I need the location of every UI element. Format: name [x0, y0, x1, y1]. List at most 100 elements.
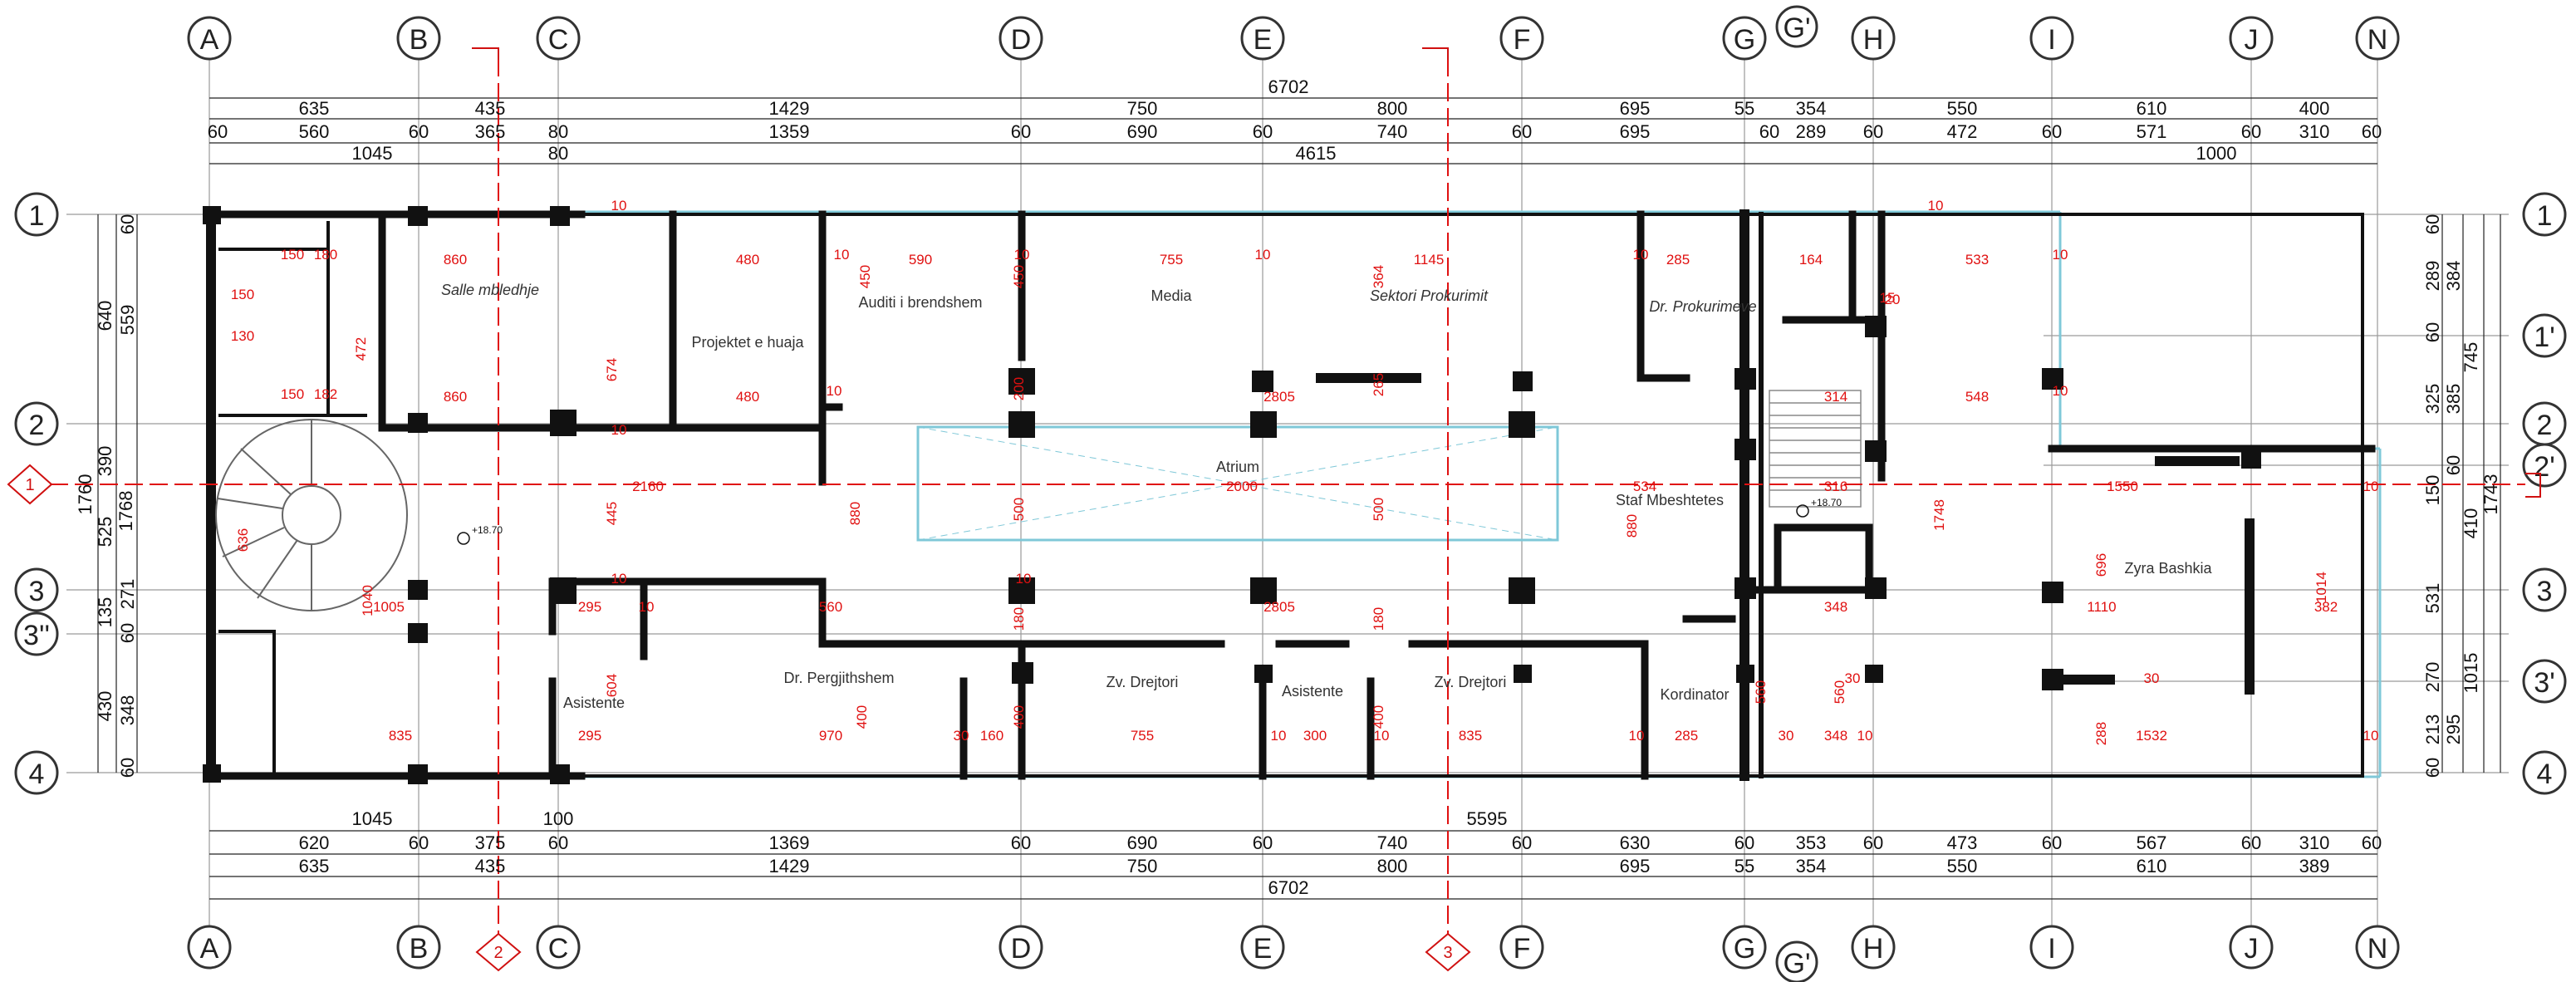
- red-dim-3: 755: [1160, 252, 1183, 268]
- dim-bot-l2-10: 630: [1620, 832, 1651, 853]
- grid-bubble-left-row-1: 2: [14, 401, 59, 446]
- dim-left-mid-3: 135: [95, 597, 115, 628]
- section-mark-3: 3: [1425, 932, 1471, 972]
- red-dim-30: 835: [1459, 728, 1482, 744]
- svg-text:D: D: [1011, 933, 1032, 965]
- svg-text:A: A: [200, 24, 219, 56]
- spiral-staircase: [215, 419, 408, 611]
- dim-bot-l2-18: 310: [2299, 832, 2330, 853]
- dim-bot-l2-5: 60: [1011, 832, 1031, 853]
- red-dim-10: 2805: [1263, 389, 1295, 405]
- svg-text:2: 2: [29, 410, 45, 441]
- dim-bot-l2-6: 690: [1127, 832, 1158, 853]
- dim-top-l2-14: 60: [1863, 121, 1883, 142]
- dim-right-inner-3: 325: [2422, 384, 2443, 415]
- room-dr-prokurimeve: Dr. Prokurimeve: [1649, 298, 1756, 315]
- red-dim-84: 130: [231, 328, 254, 344]
- dim-bot-l2-8: 740: [1377, 832, 1408, 853]
- red-dim-6: 164: [1799, 252, 1823, 268]
- room-zyra-bashkia: Zyra Bashkia: [2124, 560, 2212, 577]
- red-dim-82: 182: [314, 386, 337, 402]
- grid-bubble-right-row-5: 3': [2522, 659, 2567, 704]
- dim-left-inner-3: 60: [117, 623, 138, 643]
- svg-text:3: 3: [1443, 944, 1452, 962]
- grid-bubble-bottom-e: E: [1240, 925, 1285, 970]
- red-dim-49: 604: [604, 674, 620, 697]
- grid-bubble-g-prime-bottom: G': [1775, 940, 1818, 982]
- red-dim-89: 20: [1885, 292, 1901, 307]
- red-dim-78: 10: [2363, 479, 2379, 494]
- dim-top-overall-value: 6702: [1268, 76, 1309, 97]
- dim-right-mid-1: 410: [2461, 508, 2481, 539]
- grid-bubble-right-row-1: 1': [2522, 313, 2567, 358]
- red-dim-67: 10: [2053, 383, 2068, 399]
- red-dim-34: 674: [604, 358, 620, 381]
- red-dim-60: 10: [611, 198, 627, 214]
- red-dim-11: 314: [1824, 389, 1847, 405]
- grid-bubble-top-j: J: [2229, 16, 2274, 61]
- red-dim-18: 1005: [373, 599, 405, 615]
- dim-bot-l2-4: 1369: [769, 832, 810, 853]
- dim-top-l1-5: 695: [1620, 98, 1651, 119]
- red-dim-5: 285: [1666, 252, 1690, 268]
- svg-text:G': G': [1784, 12, 1811, 44]
- red-dim-47: 696: [2093, 553, 2109, 577]
- red-dim-88: 15: [1880, 290, 1896, 306]
- red-dim-83: 150: [231, 287, 254, 302]
- dim-bot-l1-2: 1429: [769, 856, 810, 876]
- dim-bot-l2-17: 60: [2241, 832, 2261, 853]
- red-dim-17: 1550: [2107, 479, 2138, 494]
- grid-bubble-top-b: B: [396, 16, 441, 61]
- grid-bubble-top-n: N: [2355, 16, 2400, 61]
- svg-text:H: H: [1863, 933, 1884, 965]
- grid-bubble-right-row-6: 4: [2522, 750, 2567, 795]
- svg-text:C: C: [548, 933, 569, 965]
- red-dim-1: 480: [736, 252, 759, 268]
- dim-left-inner-0: 60: [117, 214, 138, 234]
- elevation-1: +18.70: [472, 524, 503, 536]
- dim-right-inner-4: 150: [2422, 475, 2443, 506]
- dim-top-l1-6: 55: [1735, 98, 1754, 119]
- red-dim-86: 30: [954, 728, 969, 744]
- grid-bubble-bottom-b: B: [396, 925, 441, 970]
- red-dim-63: 10: [1255, 247, 1271, 263]
- dim-left-mid-1: 390: [95, 446, 115, 477]
- dim-left-inner-5: 60: [117, 758, 138, 778]
- red-dim-32: 348: [1824, 728, 1847, 744]
- dim-bot-l2-12: 353: [1796, 832, 1827, 853]
- red-dim-74: 10: [1374, 728, 1390, 744]
- grid-bubble-bottom-i: I: [2029, 925, 2074, 970]
- red-dim-44: 500: [1011, 498, 1027, 521]
- dim-bot-l2-0: 620: [299, 832, 330, 853]
- svg-text:3: 3: [29, 576, 45, 607]
- red-dim-55: 560: [1753, 680, 1769, 704]
- svg-text:I: I: [2048, 933, 2055, 965]
- svg-text:4: 4: [29, 759, 45, 790]
- svg-text:N: N: [2367, 24, 2388, 56]
- dim-left-mid-2: 525: [95, 517, 115, 547]
- red-dim-38: 364: [1371, 265, 1386, 288]
- room-zv-drejtori-1: Zv. Drejtori: [1106, 674, 1179, 690]
- svg-text:3'': 3'': [23, 620, 50, 651]
- dim-bot-l1-3: 750: [1127, 856, 1158, 876]
- dim-top-l2-19: 310: [2299, 121, 2330, 142]
- grid-bubble-left-row-2: 3: [14, 567, 59, 612]
- dim-bot-l3-1: 100: [543, 808, 574, 829]
- red-dim-20: 560: [819, 599, 842, 615]
- red-dim-90: 30: [1779, 728, 1794, 744]
- svg-text:F: F: [1514, 24, 1531, 56]
- red-dim-25: 835: [389, 728, 412, 744]
- svg-text:B: B: [410, 24, 429, 56]
- grid-bubble-top-g: G: [1722, 16, 1767, 61]
- room-zv-drejtori-2: Zv. Drejtori: [1435, 674, 1507, 690]
- svg-text:D: D: [1011, 24, 1032, 56]
- red-dim-59: 636: [235, 528, 251, 552]
